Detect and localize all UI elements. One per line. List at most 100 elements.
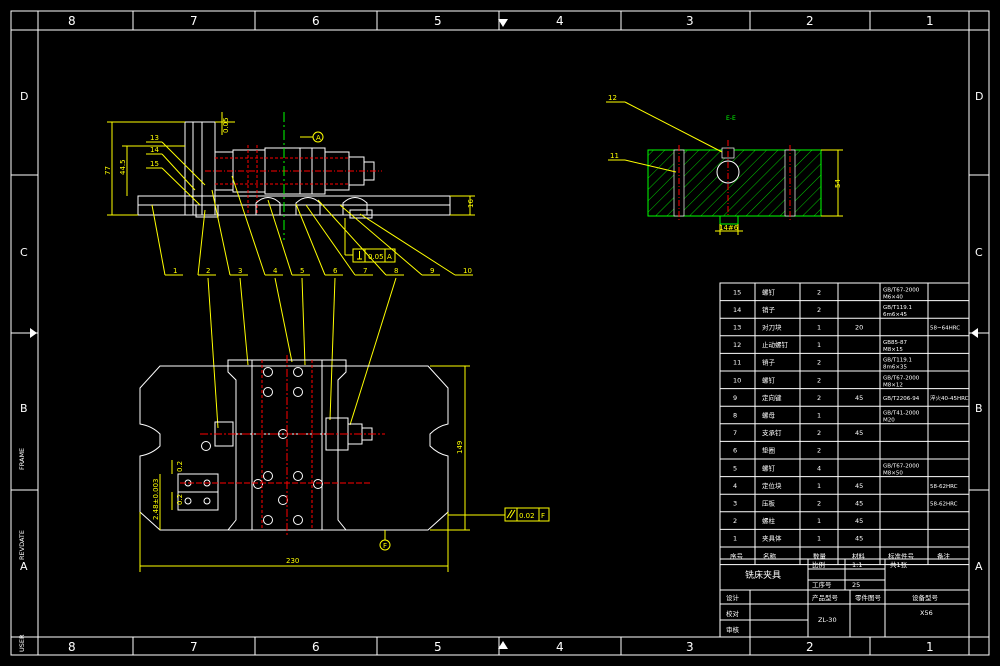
bom-standard: GB/T2206-94: [883, 396, 920, 402]
bom-name: 定位块: [762, 481, 782, 490]
bom-no: 10: [733, 376, 741, 384]
frame-col-7-top: 7: [190, 14, 198, 28]
callout-15: 15: [150, 160, 159, 168]
bom-material: 45: [855, 394, 863, 402]
bom-qty: 1: [817, 517, 821, 525]
bom-name: 定向键: [762, 393, 782, 402]
part-label-1: 1: [173, 267, 177, 275]
bom-qty: 1: [817, 412, 821, 420]
bom-name: 螺钉: [762, 463, 776, 472]
bom-note: 58-62HRC: [930, 484, 958, 490]
bom-no: 3: [733, 500, 737, 508]
frame-row-B-left: B: [20, 402, 28, 415]
frame-col-6-bottom: 6: [312, 640, 320, 654]
frame-row-B-right: B: [975, 402, 983, 415]
bom-note: 58~64HRC: [930, 326, 960, 332]
bom-standard: GB/T67-2000: [883, 287, 920, 293]
bom-name: 螺钉: [762, 375, 776, 384]
frame-col-8-top: 8: [68, 14, 76, 28]
bom-header-cell: 数量: [813, 551, 827, 560]
bom-material: 45: [855, 482, 863, 490]
bom-standard: M8×15: [883, 347, 903, 353]
section-view-ee: E-E 54 14#6 12 11: [606, 94, 843, 235]
bom-name: 压板: [762, 499, 776, 508]
bom-name: 止动螺钉: [762, 340, 789, 349]
section-dim-bottom: 14#6: [719, 224, 739, 232]
plan-dim-left: 2.48±0.003: [152, 479, 160, 521]
bom-standard: GB/T41-2000: [883, 411, 920, 417]
frame-row-A-left: A: [20, 560, 28, 573]
bom-name: 夹具体: [762, 534, 782, 543]
center-mark-bottom-icon: [498, 641, 508, 649]
frame-col-6-top: 6: [312, 14, 320, 28]
frame-row-D-right: D: [975, 90, 983, 103]
dim-clamp-note: 0.05: [222, 117, 230, 133]
center-mark-top-icon: [498, 19, 508, 27]
frame-col-7-bottom: 7: [190, 640, 198, 654]
section-label-11: 11: [610, 152, 619, 160]
bom-standard: M6×40: [883, 294, 903, 300]
bom-qty: 2: [817, 306, 821, 314]
bom-header-cell: 名称: [763, 551, 777, 560]
dim-right: 16: [467, 199, 475, 208]
bom-standard: 6m6×45: [883, 312, 907, 318]
plan-dim-small-2: 0.2: [176, 494, 184, 505]
callout-13: 13: [150, 134, 159, 142]
bom-name: 螺母: [762, 411, 776, 420]
part-label-2: 2: [206, 267, 210, 275]
bom-standard: M20: [883, 418, 895, 424]
bom-qty: 2: [817, 429, 821, 437]
bom-name: 螺钉: [762, 287, 776, 296]
bom-no: 6: [733, 447, 737, 455]
bom-no: 4: [733, 482, 737, 490]
part-label-6: 6: [333, 267, 338, 275]
bom-no: 15: [733, 288, 741, 296]
frame-col-1-bottom: 1: [926, 640, 934, 654]
top-view: 77 44.5 16 0.05 A 13 14 15 0.05 A: [104, 112, 475, 429]
scale-label: 比例: [812, 560, 825, 569]
par-tol-datum: F: [541, 512, 545, 520]
center-mark-right-icon: [971, 328, 978, 338]
bom-standard: GB/T67-2000: [883, 375, 920, 381]
frame-row-labels-left: D C B A: [20, 90, 28, 573]
bom-qty: 1: [817, 324, 821, 332]
datum-f: F: [383, 542, 387, 550]
bom-qty: 2: [817, 394, 821, 402]
part-label-9: 9: [430, 267, 434, 275]
frame-col-4-bottom: 4: [556, 640, 564, 654]
bom-no: 13: [733, 324, 741, 332]
section-dim-right: 54: [834, 179, 842, 188]
frame-col-1-top: 1: [926, 14, 934, 28]
frame-col-8-bottom: 8: [68, 640, 76, 654]
frame-row-C-left: C: [20, 246, 28, 259]
check-label: 校对: [726, 609, 740, 618]
bom-material: 45: [855, 429, 863, 437]
design-label: 设计: [726, 593, 740, 602]
bom-name: 销子: [762, 358, 776, 367]
bom-standard: M8×12: [883, 382, 903, 388]
bom-no: 14: [733, 306, 741, 314]
part-label-7: 7: [363, 267, 367, 275]
scale-value: 1:1: [852, 561, 862, 569]
perp-tol-datum: A: [387, 253, 392, 261]
perp-tol-value: 0.05: [368, 253, 384, 261]
drawing-title: 铣床夹具: [745, 569, 781, 581]
frame-row-A-right: A: [975, 560, 983, 573]
bom-header-cell: 标准件号: [888, 551, 915, 560]
bom-standard: 8m6×35: [883, 365, 907, 371]
bom-qty: 2: [817, 500, 821, 508]
datum-a-top: A: [316, 134, 321, 142]
bom-name: 螺柱: [762, 516, 776, 525]
center-mark-left-icon: [30, 328, 37, 338]
frame-col-2-bottom: 2: [806, 640, 814, 654]
part-label-3: 3: [238, 267, 242, 275]
bom-standard: GB/T67-2000: [883, 463, 920, 469]
review-label: 审核: [726, 625, 740, 634]
frame-row-D-left: D: [20, 90, 28, 103]
bom-material: 20: [855, 324, 863, 332]
equip-label: 设备型号: [912, 593, 939, 602]
bom-material: 45: [855, 535, 863, 543]
part-label: 零件图号: [855, 593, 882, 602]
